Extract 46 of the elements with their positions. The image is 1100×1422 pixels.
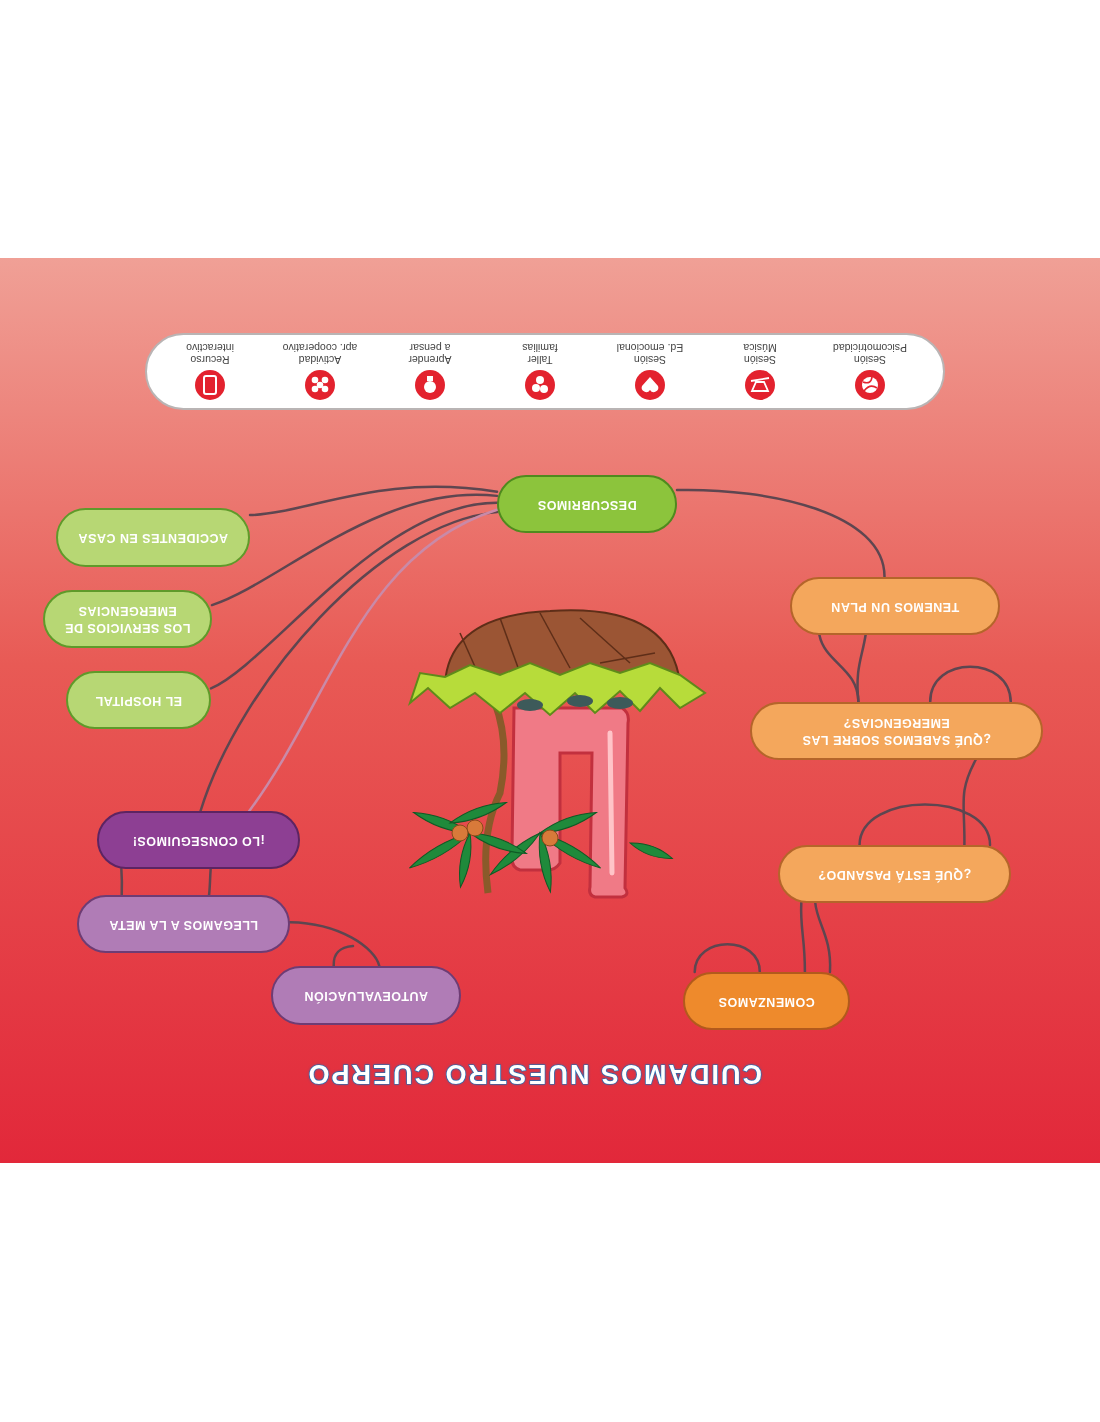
topic-label: LLEGAMOS A LA META bbox=[108, 916, 260, 933]
connector-line bbox=[799, 901, 807, 974]
connector-line bbox=[288, 921, 381, 968]
topic-box bbox=[778, 845, 1011, 903]
topic-box bbox=[750, 702, 1043, 760]
connector-line bbox=[209, 501, 499, 690]
connector-line bbox=[199, 510, 499, 813]
topic-label: DESCUBRIMOS bbox=[536, 496, 638, 513]
connector-line bbox=[814, 901, 832, 974]
connector-line bbox=[962, 758, 977, 847]
topic-box bbox=[497, 475, 677, 533]
legend-label: Aprender a pensar bbox=[408, 341, 452, 366]
topic-box bbox=[43, 590, 212, 648]
topic-label: EL HOSPITAL bbox=[94, 692, 183, 709]
topic-label: AUTOEVALUACIÓN bbox=[303, 988, 429, 1005]
connector-line bbox=[248, 508, 499, 813]
topic-label: ¿QUÉ ESTÁ PASANDO? bbox=[816, 866, 973, 883]
connector-line bbox=[210, 493, 499, 607]
legend-label: Sesión Psicomotricidad bbox=[832, 341, 908, 366]
connector-line bbox=[332, 944, 355, 968]
topic-box bbox=[790, 577, 1000, 635]
connector-line bbox=[693, 943, 762, 974]
legend-label: Sesión Música bbox=[743, 341, 777, 366]
legend-label: Recurso interactivo bbox=[186, 341, 234, 366]
legend-label: Taller familias bbox=[522, 341, 558, 366]
connector-line bbox=[856, 633, 867, 704]
topic-box bbox=[97, 811, 300, 869]
topic-label: ACCIDENTES EN CASA bbox=[77, 530, 229, 547]
connector-line bbox=[928, 665, 1012, 704]
topic-label: LOS SERVICIOS DE EMERGENCIAS bbox=[63, 603, 192, 637]
topic-box bbox=[56, 508, 250, 567]
connector-line bbox=[675, 488, 886, 579]
legend-label: Actividad apr. cooperativo bbox=[282, 341, 358, 366]
connector-line bbox=[120, 867, 124, 897]
connector-line bbox=[207, 867, 212, 897]
title: CUIDAMOS NUESTRO CUERPO bbox=[306, 1058, 762, 1089]
topic-box bbox=[683, 972, 850, 1030]
topic-label: ¿QUÉ SABEMOS SOBRE LAS EMERGENCIAS? bbox=[801, 715, 992, 749]
connector-line bbox=[248, 485, 499, 517]
topic-label: TENEMOS UN PLAN bbox=[829, 598, 961, 615]
topic-box bbox=[77, 895, 290, 953]
topic-label: COMENZAMOS bbox=[717, 993, 816, 1010]
topic-label: ¡LO CONSEGUIMOS! bbox=[131, 832, 266, 849]
legend-label: Sesión Ed. emocional bbox=[616, 341, 684, 366]
connector-line bbox=[858, 803, 992, 847]
topic-box bbox=[66, 671, 211, 729]
